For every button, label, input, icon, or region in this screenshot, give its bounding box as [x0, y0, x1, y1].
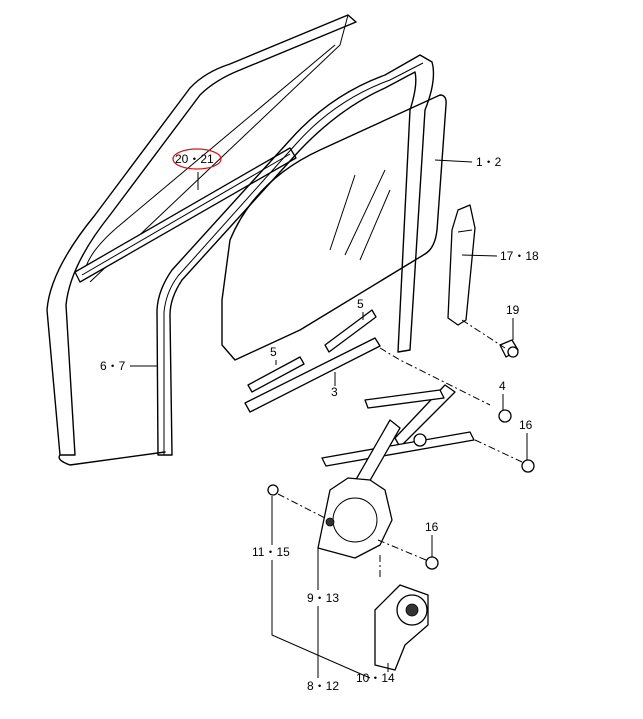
callout-1-2: 1・2 — [476, 155, 502, 169]
stabilizer-rail — [244, 337, 381, 413]
rear-guide — [447, 204, 476, 326]
callout-5-upper: 5 — [357, 297, 364, 311]
highlight-ring — [172, 148, 222, 170]
regulator-base — [317, 477, 393, 559]
bolt-4-icon — [498, 409, 512, 423]
nut-16b-icon — [425, 556, 439, 570]
run-channel — [156, 54, 435, 456]
door-frame — [46, 14, 357, 466]
callout-9-13: 9・13 — [307, 591, 339, 605]
installation-lines — [277, 319, 523, 580]
callout-11-15: 11・15 — [252, 545, 290, 559]
callout-4: 4 — [499, 379, 506, 393]
callout-19: 19 — [506, 303, 520, 317]
callout-16-lower: 16 — [425, 520, 439, 534]
callout-20-21: 20・21 — [175, 152, 214, 166]
glass-brackets — [247, 309, 377, 393]
outer-weatherstrip — [74, 147, 297, 283]
callout-8-12: 8・12 — [307, 679, 339, 693]
window-motor — [374, 584, 429, 671]
callout-10-14: 10・14 — [356, 671, 395, 685]
callout-17-18: 17・18 — [500, 249, 539, 263]
nut-16a-icon — [521, 459, 535, 473]
bolt-19-icon — [499, 339, 519, 358]
callout-6-7: 6・7 — [100, 359, 126, 373]
leader-lines — [130, 159, 528, 679]
door-glass — [221, 94, 447, 361]
fasteners — [267, 339, 535, 570]
bolt-11-icon — [267, 484, 279, 496]
callout-5-lower: 5 — [270, 345, 277, 359]
callout-3: 3 — [331, 385, 338, 399]
callout-16-upper: 16 — [519, 418, 533, 432]
regulator-arms — [321, 384, 475, 499]
